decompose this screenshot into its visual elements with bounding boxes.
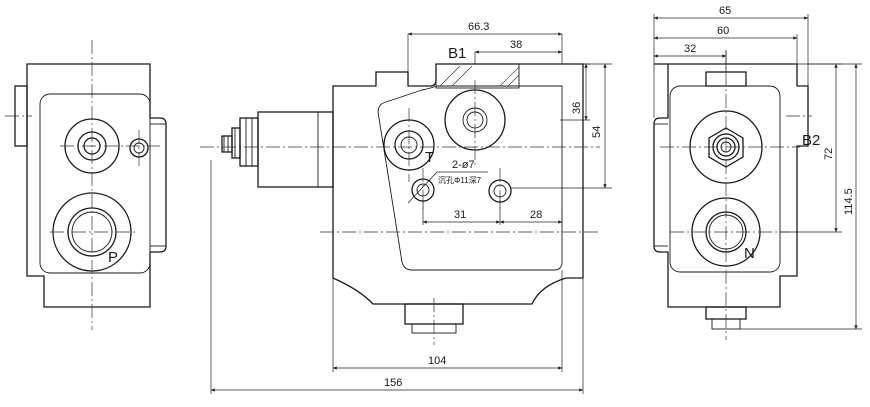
port-label-p: P — [108, 249, 118, 266]
dim-28: 28 — [530, 209, 542, 221]
center-view: 66.3 38 B1 36 54 31 28 2-ø7 沉孔Φ11深7 T 10… — [200, 21, 612, 394]
note-counterbore: 沉孔Φ11深7 — [438, 176, 482, 185]
dim-38: 38 — [510, 39, 522, 51]
dim-36: 36 — [571, 102, 583, 114]
dim-66-3: 66.3 — [468, 21, 489, 33]
left-view: P — [5, 40, 167, 330]
dim-54: 54 — [591, 126, 603, 138]
dim-31: 31 — [454, 209, 466, 221]
port-label-b1: B1 — [448, 45, 466, 62]
dim-65: 65 — [719, 5, 731, 17]
note-holes: 2-ø7 — [452, 159, 475, 171]
dim-72: 72 — [823, 148, 835, 160]
dim-32: 32 — [684, 43, 696, 55]
dim-60: 60 — [717, 25, 729, 37]
port-label-t: T — [425, 149, 434, 166]
dim-156: 156 — [384, 377, 402, 389]
right-view: B2 N 65 60 32 72 114.5 — [653, 5, 862, 340]
dim-114-5: 114.5 — [843, 188, 855, 215]
port-label-n: N — [744, 245, 755, 262]
dim-104: 104 — [428, 355, 446, 367]
port-label-b2: B2 — [802, 132, 820, 149]
